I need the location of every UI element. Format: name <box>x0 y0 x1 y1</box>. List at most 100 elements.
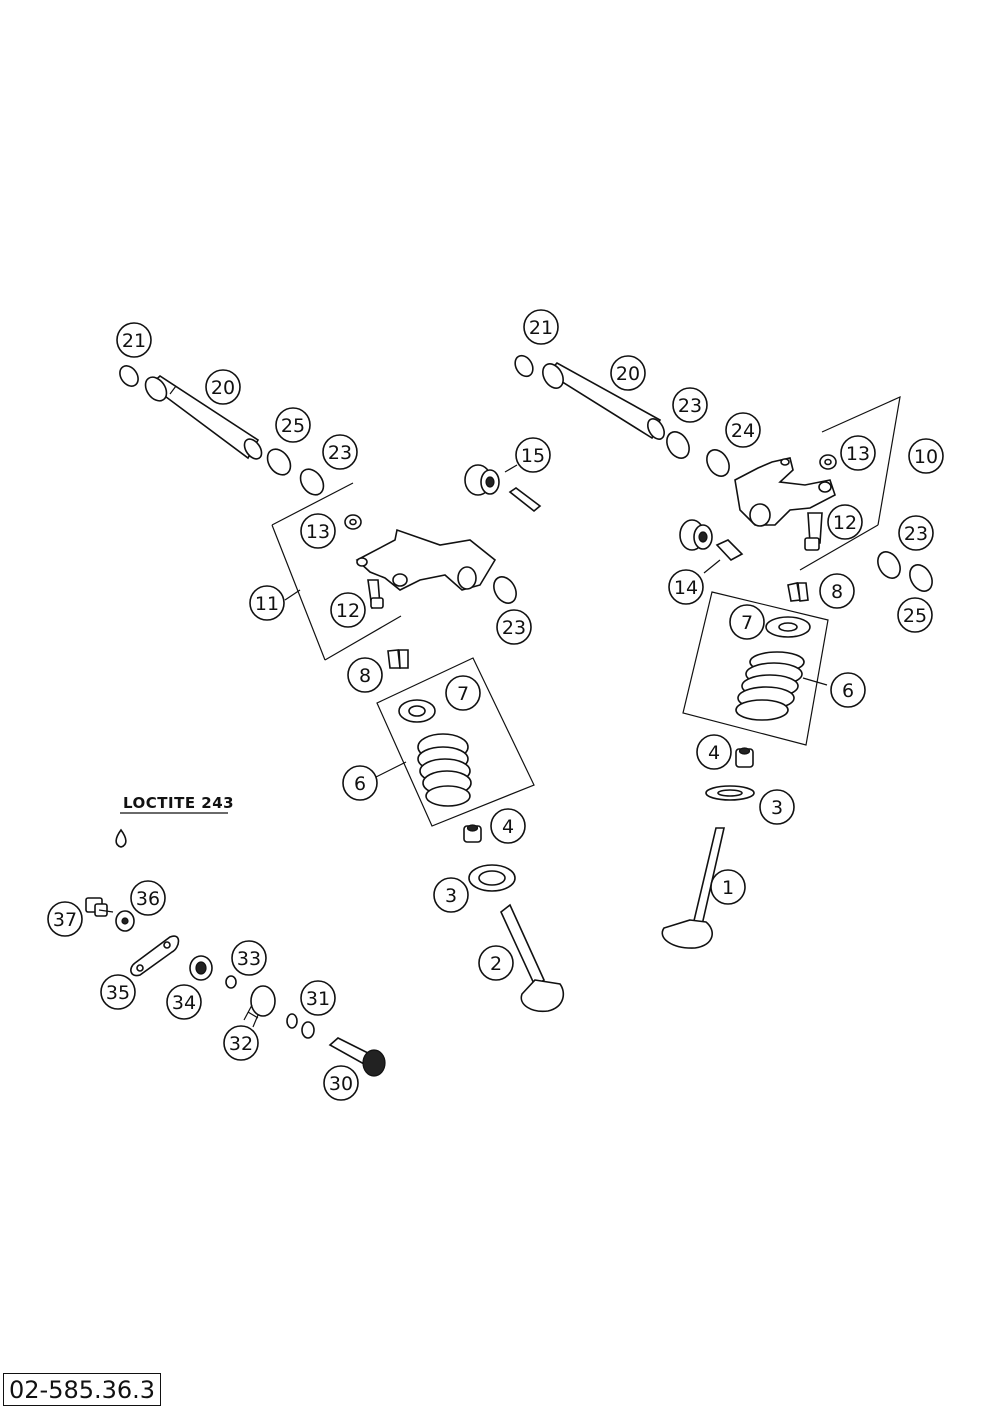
callout-23: 23 <box>898 515 934 551</box>
washers-31 <box>286 1013 315 1039</box>
valve-keepers-8-left <box>387 649 409 669</box>
callout-circle <box>696 734 732 770</box>
callout-31: 31 <box>300 980 336 1016</box>
group-frame-6-right <box>682 591 829 746</box>
callout-circle <box>729 604 765 640</box>
callout-circle <box>819 573 855 609</box>
loctite-drop <box>115 828 127 848</box>
callout-12: 12 <box>827 504 863 540</box>
callout-21: 21 <box>523 309 559 345</box>
washer-3-left <box>468 864 516 892</box>
callout-circle <box>523 309 559 345</box>
callout-circle <box>610 355 646 391</box>
callout-label: 33 <box>237 948 261 970</box>
callout-label: 25 <box>903 605 927 627</box>
callout-circle <box>275 407 311 443</box>
o-ring-33 <box>225 975 237 989</box>
callout-label: 23 <box>904 523 928 545</box>
callout-23: 23 <box>672 387 708 423</box>
callout-6: 6 <box>342 765 378 801</box>
callout-circle <box>100 974 136 1010</box>
washer-23-right-side <box>877 551 901 579</box>
valve-seal-4-left <box>463 824 482 843</box>
callout-32: 32 <box>223 1025 259 1061</box>
adjuster-screw-12-right <box>804 512 823 551</box>
callout-circle <box>827 504 863 540</box>
callout-label: 4 <box>708 742 720 764</box>
callout-label: 36 <box>136 888 160 910</box>
roller-14 <box>679 519 744 561</box>
callout-label: 25 <box>281 415 305 437</box>
washer-23-left-top <box>299 468 325 496</box>
washer-3-right <box>705 785 755 801</box>
callout-3: 3 <box>759 789 795 825</box>
callout-25: 25 <box>275 407 311 443</box>
drawing-number: 02-585.36.3 <box>3 1373 162 1406</box>
callout-circle <box>47 901 83 937</box>
callout-label: 2 <box>490 953 502 975</box>
callout-label: 1 <box>722 877 734 899</box>
valve-keepers-8-right <box>787 582 809 602</box>
callout-circle <box>342 765 378 801</box>
callout-4: 4 <box>696 734 732 770</box>
callout-circle <box>668 569 704 605</box>
callout-label: 30 <box>329 1073 353 1095</box>
callout-20: 20 <box>205 369 241 405</box>
callout-circle <box>445 675 481 711</box>
callout-label: 21 <box>122 330 146 352</box>
rocker-arm-right <box>734 457 836 527</box>
callout-circle <box>130 880 166 916</box>
callout-circle <box>323 1065 359 1101</box>
callout-15: 15 <box>515 437 551 473</box>
callout-label: 10 <box>914 446 938 468</box>
screw-37 <box>85 897 108 917</box>
callout-6: 6 <box>830 672 866 708</box>
callout-circle <box>710 869 746 905</box>
callout-circle <box>515 437 551 473</box>
callout-circle <box>300 980 336 1016</box>
washer-25-left <box>266 448 292 476</box>
callout-label: 13 <box>846 443 870 465</box>
callout-label: 34 <box>172 992 196 1014</box>
callout-1: 1 <box>710 869 746 905</box>
callout-label: 15 <box>521 445 545 467</box>
loctite-note: LOCTITE 243 <box>123 794 234 812</box>
washer-36 <box>115 910 135 932</box>
callout-circle <box>672 387 708 423</box>
washer-23-left-mid <box>493 576 517 604</box>
valve-spring-6-left <box>417 733 472 807</box>
washer-24 <box>706 449 730 477</box>
group-frame-11 <box>271 482 402 661</box>
callout-label: 14 <box>674 577 698 599</box>
callout-8: 8 <box>819 573 855 609</box>
callout-13: 13 <box>300 513 336 549</box>
callout-label: 7 <box>457 683 469 705</box>
callout-20: 20 <box>610 355 646 391</box>
callout-23: 23 <box>322 434 358 470</box>
callout-label: 6 <box>354 773 366 795</box>
callout-circle <box>300 513 336 549</box>
roller-15 <box>464 464 542 513</box>
callout-circle <box>496 609 532 645</box>
callout-circle <box>898 515 934 551</box>
callout-label: 24 <box>731 420 755 442</box>
callout-8: 8 <box>347 657 383 693</box>
callout-circle <box>830 672 866 708</box>
callout-34: 34 <box>166 984 202 1020</box>
callout-circle <box>759 789 795 825</box>
callout-circle <box>330 592 366 628</box>
callout-circle <box>249 585 285 621</box>
callout-circle <box>322 434 358 470</box>
group-frame-6-left <box>376 657 535 827</box>
callout-label: 31 <box>306 988 330 1010</box>
lever-35 <box>130 935 180 977</box>
callout-circle <box>223 1025 259 1061</box>
callout-30: 30 <box>323 1065 359 1101</box>
callout-label: 8 <box>831 581 843 603</box>
callout-label: 13 <box>306 521 330 543</box>
nut-13-right <box>819 454 837 470</box>
callout-25: 25 <box>897 597 933 633</box>
callout-12: 12 <box>330 592 366 628</box>
callout-circle <box>116 322 152 358</box>
